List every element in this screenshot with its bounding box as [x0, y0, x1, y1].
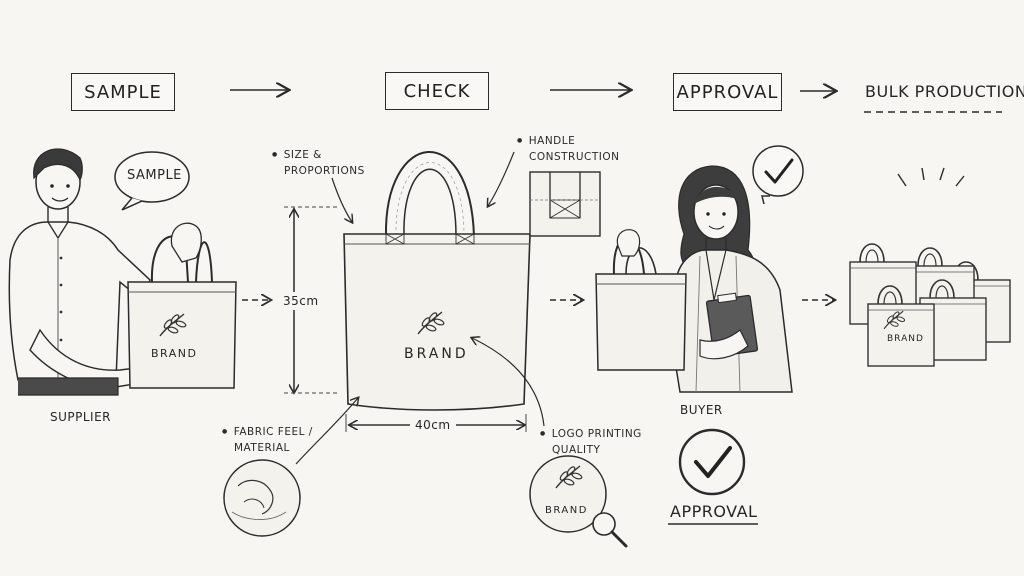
step-sample-box: SAMPLE: [71, 73, 175, 111]
fabric-detail: [223, 459, 301, 537]
supplier-label: SUPPLIER: [50, 410, 112, 424]
callout-logo-line1: LOGO PRINTING: [540, 427, 642, 443]
sample-bag-brand: BRAND: [151, 347, 198, 360]
callout-handle: HANDLE CONSTRUCTION: [517, 134, 619, 164]
step-check-label: CHECK: [403, 80, 471, 102]
callout-handle-line2: CONSTRUCTION: [529, 151, 620, 163]
speech-bubble-text: SAMPLE: [127, 168, 182, 183]
callout-fabric-line2: MATERIAL: [234, 442, 290, 454]
step-check-box: CHECK: [385, 72, 489, 110]
callout-size: SIZE & PROPORTIONS: [272, 148, 365, 178]
callout-logo: LOGO PRINTING QUALITY: [540, 427, 642, 457]
step-bulk-label: BULK PRODUCTION: [865, 82, 1024, 101]
check-icon: [678, 428, 746, 496]
step-sample-label: SAMPLE: [84, 81, 162, 103]
check-bag-brand: BRAND: [404, 346, 469, 362]
buyer-bag: [595, 229, 687, 371]
bulk-bag-brand: BRAND: [887, 334, 924, 344]
magnifier-icon: [592, 512, 616, 536]
bulk-bags: [849, 167, 1011, 367]
check-icon: [752, 145, 804, 205]
height-label: 35cm: [283, 294, 319, 308]
width-label: 40cm: [415, 418, 451, 432]
step-approval-label: APPROVAL: [676, 81, 779, 103]
callout-fabric-line1: FABRIC FEEL /: [222, 425, 313, 441]
buyer-figure: [669, 165, 793, 393]
step-approval-box: APPROVAL: [673, 73, 782, 111]
speech-bubble-icon: [114, 151, 190, 211]
callout-logo-line2: QUALITY: [552, 444, 601, 456]
inspected-bag: [343, 151, 531, 411]
buyer-label: BUYER: [680, 403, 723, 417]
sample-bag: [127, 222, 237, 389]
approval-label: APPROVAL: [670, 502, 758, 521]
callout-handle-line1: HANDLE: [517, 134, 619, 150]
logo-zoom-brand: BRAND: [545, 505, 588, 516]
supplier-figure: [8, 148, 151, 396]
callout-size-line2: PROPORTIONS: [284, 165, 365, 177]
handle-detail: [529, 171, 601, 237]
logo-zoom: [529, 455, 628, 548]
callout-size-line1: SIZE &: [272, 148, 365, 164]
callout-fabric: FABRIC FEEL / MATERIAL: [222, 425, 313, 455]
